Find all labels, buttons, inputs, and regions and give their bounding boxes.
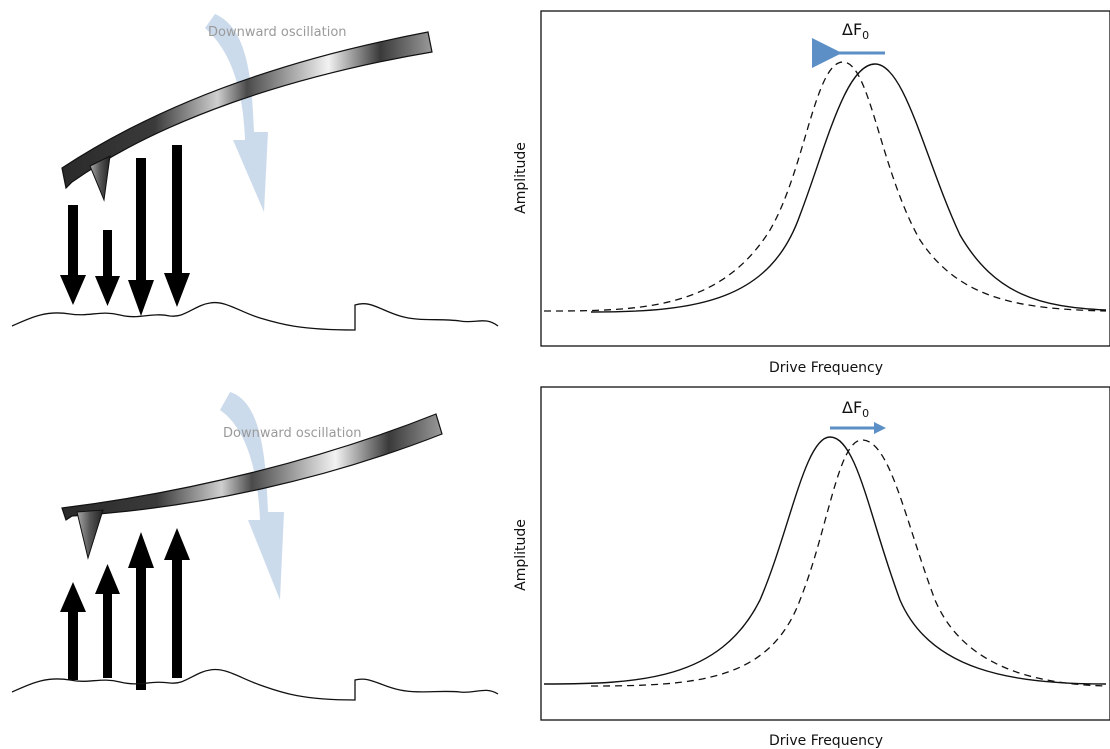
chart-frame	[540, 10, 1110, 347]
sample-surface	[11, 301, 499, 331]
oscillation-label: Downward oscillation	[208, 25, 347, 40]
x-axis-label: Drive Frequency	[769, 733, 883, 749]
shift-arrow-right-head	[874, 422, 886, 434]
cantilever-beam	[61, 413, 443, 521]
resonance-chart-bottom: ΔF0 Drive Frequency Amplitude	[513, 386, 1110, 749]
cantilever-panel-top: Downward oscillation	[11, 14, 499, 331]
force-arrow	[164, 145, 190, 307]
curve-shifted-dashed	[543, 61, 1107, 312]
shift-label: ΔF0	[842, 398, 869, 420]
shift-label: ΔF0	[842, 20, 869, 42]
force-arrow	[60, 205, 86, 305]
cantilever-tip	[89, 155, 111, 202]
force-arrow	[60, 582, 86, 680]
cantilever-beam	[61, 31, 433, 190]
oscillation-arrow	[220, 392, 284, 600]
force-arrow	[128, 532, 154, 690]
y-axis-label: Amplitude	[513, 519, 529, 591]
force-arrow	[95, 564, 120, 678]
force-arrows-down	[60, 145, 190, 316]
force-arrow	[164, 528, 190, 678]
chart-frame	[540, 386, 1110, 721]
curve-original-solid	[543, 436, 1107, 685]
resonance-chart-top: ΔF0 Drive Frequency Amplitude	[513, 10, 1110, 376]
curve-shifted-dashed	[590, 439, 1107, 687]
force-arrow	[95, 230, 120, 306]
x-axis-label: Drive Frequency	[769, 360, 883, 376]
force-arrows-up	[60, 528, 190, 690]
cantilever-panel-bottom: Downward oscillation	[11, 392, 499, 701]
y-axis-label: Amplitude	[513, 142, 529, 214]
curve-original-solid	[590, 63, 1107, 313]
force-arrow	[128, 158, 154, 316]
oscillation-arrow	[205, 14, 268, 212]
oscillation-label: Downward oscillation	[223, 426, 362, 441]
sample-surface	[11, 668, 499, 701]
cantilever-tip	[76, 509, 104, 560]
